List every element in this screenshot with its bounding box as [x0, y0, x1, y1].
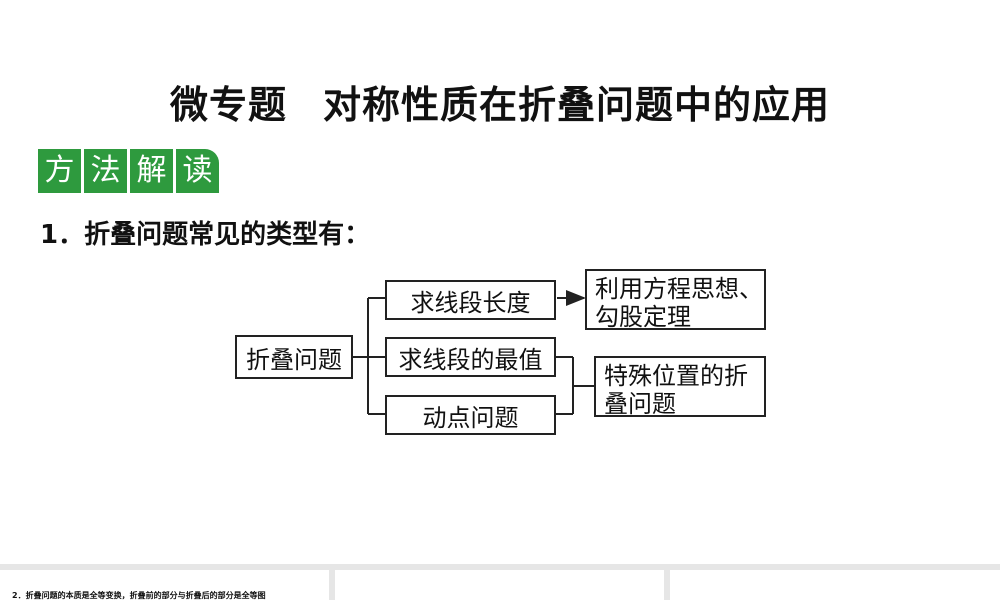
method-badge: 方 法 解 读	[38, 149, 219, 193]
page-title: 微专题对称性质在折叠问题中的应用	[0, 74, 1000, 129]
badge-char: 解	[130, 149, 173, 193]
badge-char: 方	[38, 149, 81, 193]
type-box: 求线段长度	[385, 280, 556, 320]
type-box: 动点问题	[385, 395, 556, 435]
section-heading: 1．折叠问题常见的类型有：	[40, 220, 371, 250]
type-box: 求线段的最值	[385, 337, 556, 377]
title-sub: 对称性质在折叠问题中的应用	[323, 83, 831, 127]
next-slide-text: 2．折叠问题的本质是全等变换，折叠前的部分与折叠后的部分是全等图	[12, 591, 266, 600]
badge-char: 法	[84, 149, 127, 193]
method-box: 利用方程思想、勾股定理	[585, 269, 766, 331]
title-main: 微专题	[169, 83, 287, 127]
root-box: 折叠问题	[235, 335, 353, 379]
slide-thumbnail[interactable]	[0, 570, 329, 600]
slide-thumbnail[interactable]	[335, 570, 664, 600]
badge-char: 读	[176, 149, 219, 193]
slide-thumbnail[interactable]	[670, 570, 1000, 600]
method-box: 特殊位置的折叠问题	[594, 356, 766, 418]
